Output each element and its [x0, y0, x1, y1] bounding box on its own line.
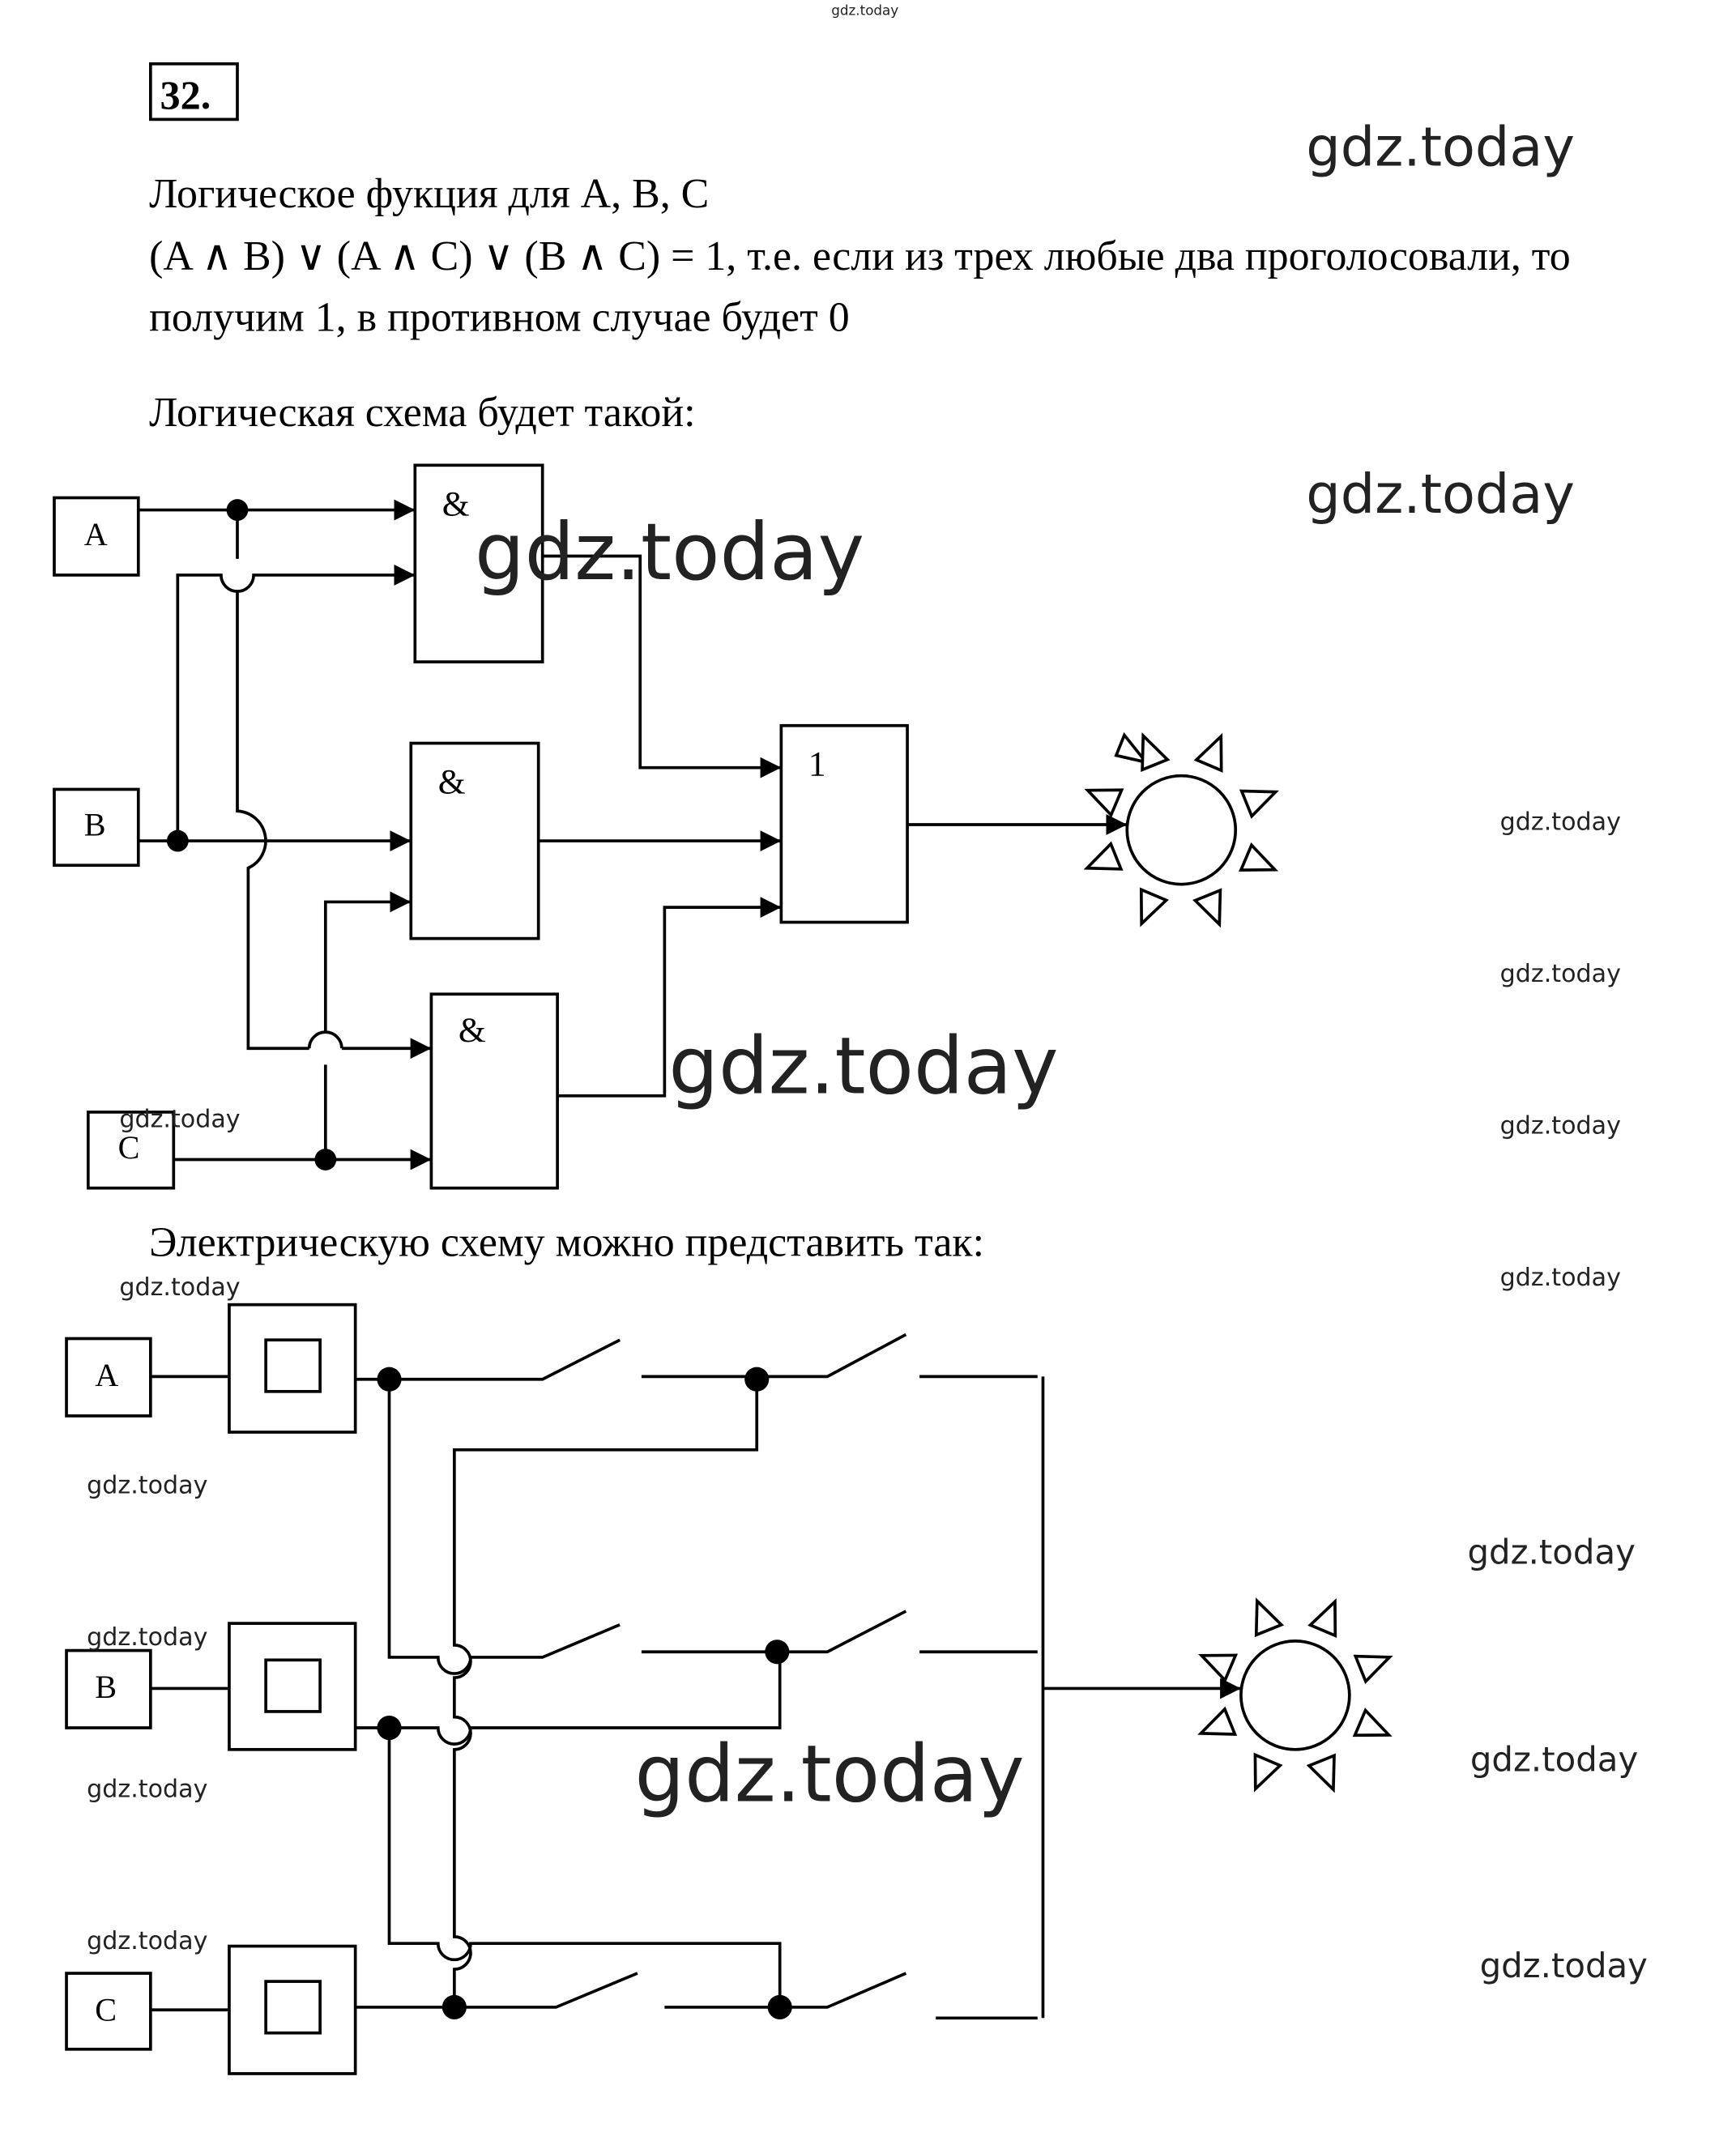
input-c-label: C: [118, 1129, 140, 1166]
row-a-link: [453, 1379, 759, 2007]
input-b-box: [53, 787, 140, 868]
input-a-label: A: [95, 1357, 118, 1393]
watermark: gdz.today: [1500, 808, 1621, 837]
watermark: gdz.today: [1500, 1112, 1621, 1141]
intro-text: Логическое фукция для A, B, C: [149, 171, 709, 217]
junction-dot: [166, 829, 189, 852]
input-a-box: [65, 1337, 152, 1418]
problem-number-box: [148, 62, 239, 122]
watermark: gdz.today: [119, 1273, 240, 1302]
input-b-box: [65, 1648, 152, 1729]
row-b-switches: [387, 1379, 1038, 1675]
wire-c-and2: [323, 902, 411, 1160]
wire-and3-or: [557, 897, 782, 1098]
junction-dot: [765, 1640, 790, 1665]
row-b-to-c-link: [387, 1728, 782, 2007]
row-a-switches: [355, 1332, 1038, 1381]
watermarks: gdz.today gdz.today gdz.today gdz.today …: [87, 115, 1648, 1985]
input-a-label: A: [84, 516, 108, 552]
input-relay-wires: [150, 1375, 229, 2012]
input-a-box: [53, 496, 140, 577]
input-c-box: [86, 1111, 176, 1190]
problem-number: 32.: [160, 72, 211, 117]
row-c-switches: [355, 1972, 1038, 2020]
and-gate-3: [429, 992, 559, 1190]
junction-dot: [441, 1994, 467, 2019]
relay-b: [228, 1622, 357, 1751]
input-b-label: B: [84, 806, 106, 842]
watermark: gdz.today: [1500, 960, 1621, 988]
watermark: gdz.today: [1306, 463, 1575, 526]
input-c-box: [65, 1972, 152, 2051]
wire-and1-or: [542, 554, 782, 778]
watermark: gdz.today: [668, 1020, 1058, 1111]
watermark: gdz.today: [1470, 1740, 1638, 1780]
and-gate-1: [413, 463, 544, 663]
watermark: gdz.today: [1306, 115, 1575, 178]
watermark: gdz.today: [1468, 1532, 1636, 1571]
junction-dot: [767, 1994, 792, 2019]
watermark: gdz.today: [87, 1471, 207, 1499]
wire-a-hop: [307, 1030, 343, 1049]
watermark: gdz.today: [475, 506, 864, 598]
watermark: gdz.today: [1500, 1264, 1621, 1292]
electric-diagram: A B C: [65, 1303, 1393, 2075]
and-gate-1-label: &: [442, 484, 470, 523]
or-gate-label: 1: [808, 745, 826, 784]
electric-heading: Электрическую схему можно представить та…: [149, 1219, 984, 1265]
watermark: gdz.today: [87, 1927, 207, 1955]
watermark: gdz.today: [87, 1775, 207, 1803]
lamp-sun-icon: [1197, 1597, 1393, 1793]
wire-b-and1: [176, 565, 416, 842]
junction-dot: [314, 1149, 337, 1170]
wire-a-and3: [236, 510, 431, 1049]
lamp-sun-icon: [1083, 731, 1279, 928]
junction-dot: [377, 1367, 402, 1392]
input-b-label: B: [95, 1669, 117, 1705]
and-gate-3-label: &: [459, 1011, 486, 1050]
or-gate: [779, 723, 909, 924]
formula-line-1: (A ∧ B) ∨ (A ∧ C) ∨ (B ∧ C) = 1, т.е. ес…: [149, 233, 1571, 279]
junction-dot: [226, 499, 249, 521]
input-c-label: C: [95, 1992, 117, 2028]
watermark: gdz.today: [635, 1728, 1025, 1819]
logic-heading: Логическая схема будет такой:: [149, 390, 695, 436]
watermark: gdz.today: [1480, 1946, 1648, 1985]
formula-line-2: получим 1, в противном случае будет 0: [149, 295, 850, 341]
watermark: gdz.today: [119, 1105, 240, 1133]
row-b-link: [355, 1652, 782, 1746]
watermark: gdz.today: [87, 1623, 207, 1652]
relay-a: [228, 1303, 357, 1434]
top-watermark: gdz.today: [831, 2, 898, 18]
junction-dot: [377, 1715, 402, 1741]
and-gate-2-label: &: [438, 762, 466, 801]
and-gate-2: [409, 741, 540, 940]
relay-c: [228, 1944, 357, 2075]
junction-dot: [744, 1367, 770, 1392]
logic-diagram: A B C & & & 1: [53, 463, 1279, 1190]
